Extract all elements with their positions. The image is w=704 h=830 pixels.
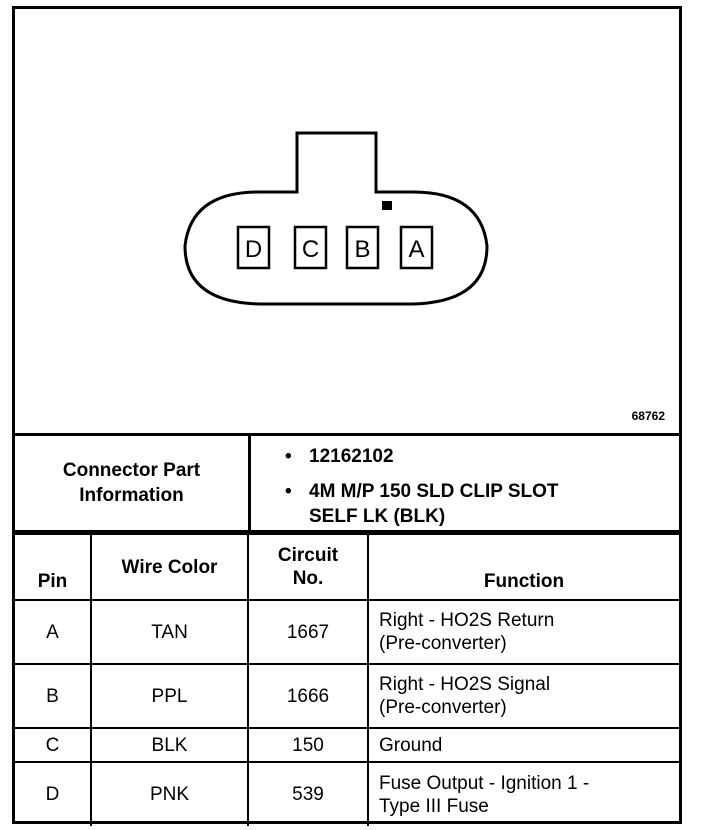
cell-wire-color: PPL [90,663,249,729]
cell-function: Right - HO2S Return (Pre-converter) [367,599,679,665]
info-label-line: Information [79,485,184,506]
cell-pin: B [15,663,92,729]
table-row: B PPL 1666 Right - HO2S Signal (Pre-conv… [15,663,679,729]
table-row: A TAN 1667 Right - HO2S Return (Pre-conv… [15,599,679,665]
connector-diagram: D C B A 68762 [15,9,679,431]
function-line: Type III Fuse [379,795,489,817]
description-line: SELF LK (BLK) [309,506,446,527]
connector-outline [183,131,489,306]
header-circuit-line: Circuit [277,545,339,566]
info-label-cell: Connector Part Information [15,436,251,530]
figure-number: 68762 [631,409,665,423]
header-function: Function [367,533,679,601]
table-header-row: Pin Wire Color Circuit No. Function [15,533,679,601]
table-row: C BLK 150 Ground [15,727,679,763]
pin-cavity-a: A [399,225,434,270]
header-wire-color: Wire Color [90,533,249,601]
pin-table: Pin Wire Color Circuit No. Function A TA… [15,533,679,826]
pin-cavity-label: A [408,236,424,263]
cell-function: Ground [367,727,679,763]
pin-cavity-b: B [345,225,380,270]
header-circuit-line: No. [292,568,324,589]
cell-circuit: 1667 [247,599,369,665]
function-line: Right - HO2S Return [379,610,555,631]
description-line: 4M M/P 150 SLD CLIP SLOT [309,481,559,502]
function-line: Right - HO2S Signal [379,674,551,695]
diagram-frame: D C B A 68762 Connector Part Information [12,6,682,826]
function-line: Fuse Output - Ignition 1 - [379,772,590,794]
cell-circuit: 1666 [247,663,369,729]
header-circuit: Circuit No. [247,533,369,601]
cell-wire-color: BLK [90,727,249,763]
cell-pin: C [15,727,92,763]
info-values: • 12162102 • 4M M/P 150 SLD CLIP SLOT SE… [285,444,559,529]
cell-function: Fuse Output - Ignition 1 - Type III Fuse [367,761,679,826]
cell-wire-color: TAN [90,599,249,665]
info-label-line: Connector Part [62,460,201,481]
function-line: (Pre-converter) [379,633,507,654]
cell-function: Right - HO2S Signal (Pre-converter) [367,663,679,729]
polarization-mark [382,201,392,210]
connector-face-drawing: D C B A [183,131,489,306]
part-number-item: • 12162102 [285,444,559,469]
cell-circuit: 539 [247,761,369,826]
header-pin: Pin [15,533,92,601]
table-row: D PNK 539 Fuse Output - Ignition 1 - Typ… [15,761,679,826]
function-line: (Pre-converter) [379,697,507,718]
pin-cavity-label: C [302,236,319,263]
pin-cavity-label: D [245,236,262,263]
bullet-icon: • [285,481,292,502]
cell-wire-color: PNK [90,761,249,826]
connector-part-information: Connector Part Information • 12162102 • … [15,433,679,533]
cell-pin: A [15,599,92,665]
pin-cavity-d: D [236,225,271,270]
pin-cavity-label: B [354,236,370,263]
cell-pin: D [15,761,92,826]
description-item: • 4M M/P 150 SLD CLIP SLOT SELF LK (BLK) [285,479,559,529]
part-number: 12162102 [309,446,394,467]
function-line: Ground [379,734,443,756]
cell-circuit: 150 [247,727,369,763]
pin-cavity-c: C [293,225,328,270]
bullet-icon: • [285,446,292,467]
